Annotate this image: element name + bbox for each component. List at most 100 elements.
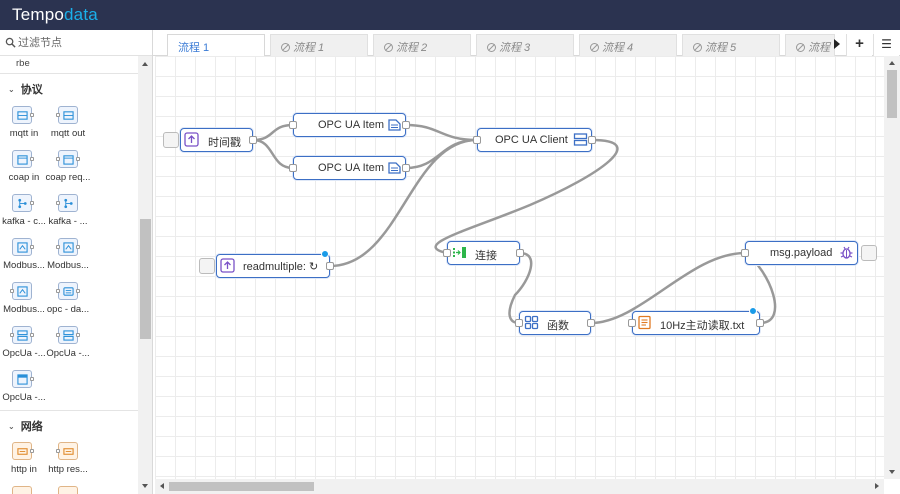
scroll-thumb[interactable] [887, 70, 897, 118]
palette-node-modbus-2[interactable] [56, 238, 80, 256]
input-port[interactable] [289, 121, 297, 129]
scroll-thumb[interactable] [140, 219, 151, 339]
palette-node-opcua-2[interactable] [56, 326, 80, 344]
output-port[interactable] [588, 136, 596, 144]
opc-item-icon [388, 162, 401, 174]
tab-flow-4[interactable]: 流程 4 [579, 34, 677, 56]
palette-node-label: OpcUa -... [2, 348, 46, 359]
palette-input-port [56, 113, 60, 117]
output-port[interactable] [587, 319, 595, 327]
scroll-down-arrow[interactable] [889, 470, 895, 474]
palette-node-coap-request[interactable] [56, 150, 80, 168]
palette-node-mqtt-in[interactable] [12, 106, 34, 124]
palette-node-http-response[interactable] [56, 442, 78, 460]
category-header-network[interactable]: ⌄网络 [8, 418, 43, 434]
palette-node-modbus-3[interactable] [10, 282, 32, 300]
palette-input-port [56, 201, 60, 205]
input-port[interactable] [289, 164, 297, 172]
server-icon [17, 330, 28, 341]
output-port[interactable] [756, 319, 764, 327]
tab-label: 流程 4 [602, 42, 634, 54]
scroll-left-arrow[interactable] [160, 483, 164, 489]
category-header-protocol[interactable]: ⌄协议 [8, 81, 43, 97]
category-divider [0, 73, 138, 74]
disabled-icon [487, 43, 496, 52]
add-flow-button[interactable]: + [846, 34, 872, 56]
palette-input-port [56, 245, 60, 249]
scroll-right-arrow[interactable] [875, 483, 879, 489]
bug-icon [840, 246, 853, 259]
flow-node-join[interactable]: 连接 [443, 241, 524, 265]
palette-node-partial[interactable] [58, 486, 78, 494]
input-port[interactable] [515, 319, 523, 327]
palette-node-label: Modbus... [3, 260, 45, 271]
tab-scroll-right-icon[interactable] [834, 39, 840, 49]
flow-list-button[interactable]: ☰ [873, 34, 899, 56]
output-port[interactable] [249, 136, 257, 144]
palette-output-port [76, 289, 80, 293]
workspace-vertical-scrollbar[interactable] [884, 56, 900, 479]
flow-node-opcua-item-2[interactable]: OPC UA Item [289, 156, 410, 180]
scroll-thumb[interactable] [169, 482, 314, 491]
palette-node-kafka-consumer[interactable] [12, 194, 34, 212]
tab-label: 流程 [808, 42, 830, 54]
opc-icon [63, 287, 74, 296]
workspace-horizontal-scrollbar[interactable] [155, 479, 884, 494]
output-port[interactable] [326, 262, 334, 270]
palette-node-opcua-3[interactable] [12, 370, 34, 388]
palette-node-kafka-producer[interactable] [56, 194, 78, 212]
flow-node-debug[interactable]: msg.payload [741, 241, 858, 265]
palette-filter-input[interactable] [18, 34, 148, 52]
flow-node-opcua-item-1[interactable]: OPC UA Item [289, 113, 410, 137]
palette-node-opcua-1[interactable] [10, 326, 34, 344]
palette-node-label: kafka - c... [2, 216, 46, 227]
app-header: Tempodata [0, 0, 900, 30]
palette-node-coap-in[interactable] [12, 150, 34, 168]
flow-node-inject-readmultiple[interactable]: readmultiple: ↻ [216, 250, 334, 278]
scroll-up-arrow[interactable] [889, 61, 895, 65]
inject-trigger-button[interactable] [199, 258, 215, 274]
tab-flow-disabled-1[interactable]: 流程 1 [270, 34, 368, 56]
debug-toggle-button[interactable] [861, 245, 877, 261]
scroll-down-arrow[interactable] [142, 484, 148, 488]
flow-node-function[interactable]: 函数 [515, 311, 595, 335]
chevron-down-icon: ⌄ [8, 422, 15, 431]
mqtt-icon [63, 111, 74, 120]
palette-node-modbus-1[interactable] [12, 238, 34, 256]
palette-input-port [56, 289, 60, 293]
inject-trigger-button[interactable] [163, 132, 179, 148]
palette-input-port [56, 157, 60, 161]
palette-output-port [30, 157, 34, 161]
app-logo: Tempodata [12, 5, 98, 25]
tab-flow-2[interactable]: 流程 2 [373, 34, 471, 56]
tab-flow-6[interactable]: 流程 [785, 34, 835, 56]
output-port[interactable] [516, 249, 524, 257]
flow-node-file-write[interactable]: 10Hz主动读取.txt [628, 307, 764, 335]
node-palette: rbe ⌄协议 mqtt in mqtt out coap in coap re… [0, 30, 153, 494]
modbus-icon [17, 242, 28, 253]
output-port[interactable] [402, 164, 410, 172]
flow-node-inject-timestamp[interactable]: 时间戳 [180, 128, 257, 152]
palette-node-http-in[interactable] [12, 442, 34, 460]
palette-node-opc-da[interactable] [56, 282, 80, 300]
palette-node-label: mqtt out [50, 128, 86, 139]
palette-node-label: OpcUa -... [46, 348, 90, 359]
node-label: 连接 [475, 250, 497, 262]
tab-flow-3[interactable]: 流程 3 [476, 34, 574, 56]
tab-flow-1[interactable]: 流程 1 [167, 34, 265, 56]
input-port[interactable] [473, 136, 481, 144]
palette-scrollbar[interactable] [138, 56, 152, 494]
tab-flow-5[interactable]: 流程 5 [682, 34, 780, 56]
flow-node-opcua-client[interactable]: OPC UA Client [473, 128, 596, 152]
palette-node-mqtt-out[interactable] [56, 106, 78, 124]
output-port[interactable] [402, 121, 410, 129]
input-port[interactable] [628, 319, 636, 327]
scroll-up-arrow[interactable] [142, 62, 148, 66]
disabled-icon [281, 43, 290, 52]
palette-node-partial[interactable] [12, 486, 32, 494]
node-label: OPC UA Client [495, 134, 568, 146]
input-port[interactable] [741, 249, 749, 257]
tab-label: 流程 3 [499, 42, 531, 54]
input-port[interactable] [443, 249, 451, 257]
palette-output-port [30, 201, 34, 205]
